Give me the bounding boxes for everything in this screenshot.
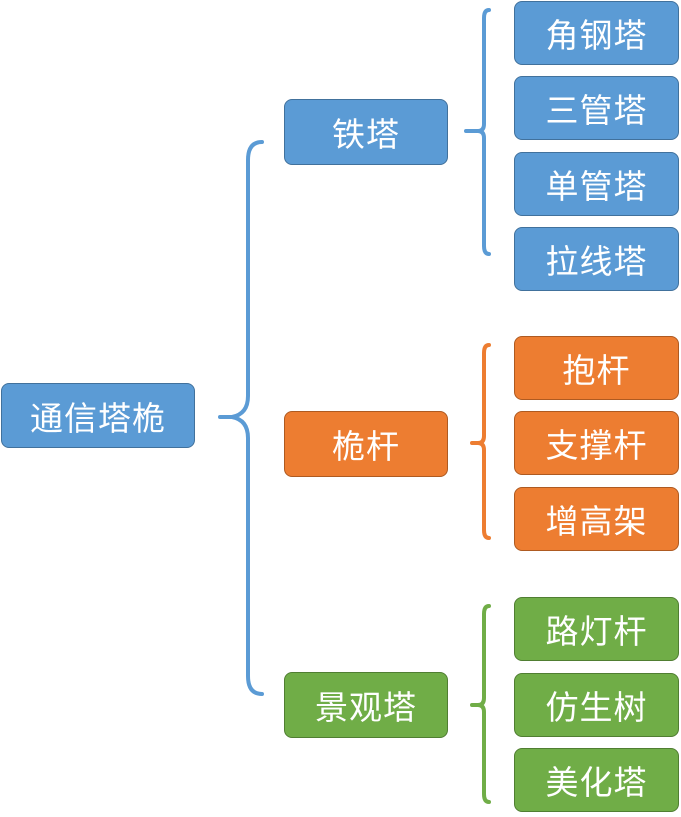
leaf-node: 抱杆	[514, 336, 679, 400]
leaf-node: 路灯杆	[514, 597, 679, 661]
leaf-node: 单管塔	[514, 152, 679, 216]
root-node: 通信塔桅	[1, 383, 195, 448]
root-bracket	[230, 140, 264, 696]
branch-node-tower: 铁塔	[284, 99, 448, 165]
branch-node-mast: 桅杆	[284, 411, 448, 477]
leaf-node: 支撑杆	[514, 411, 679, 475]
leaf-node: 仿生树	[514, 673, 679, 737]
leaf-node: 增高架	[514, 487, 679, 551]
leaf-node: 拉线塔	[514, 227, 679, 291]
leaf-node: 美化塔	[514, 748, 679, 812]
leaf-node: 三管塔	[514, 76, 679, 140]
leaf-node: 角钢塔	[514, 1, 679, 65]
branch-bracket-2	[476, 343, 491, 540]
branch-bracket-3	[476, 604, 491, 804]
branch-node-landscape: 景观塔	[284, 672, 448, 738]
branch-bracket-1	[476, 8, 491, 256]
